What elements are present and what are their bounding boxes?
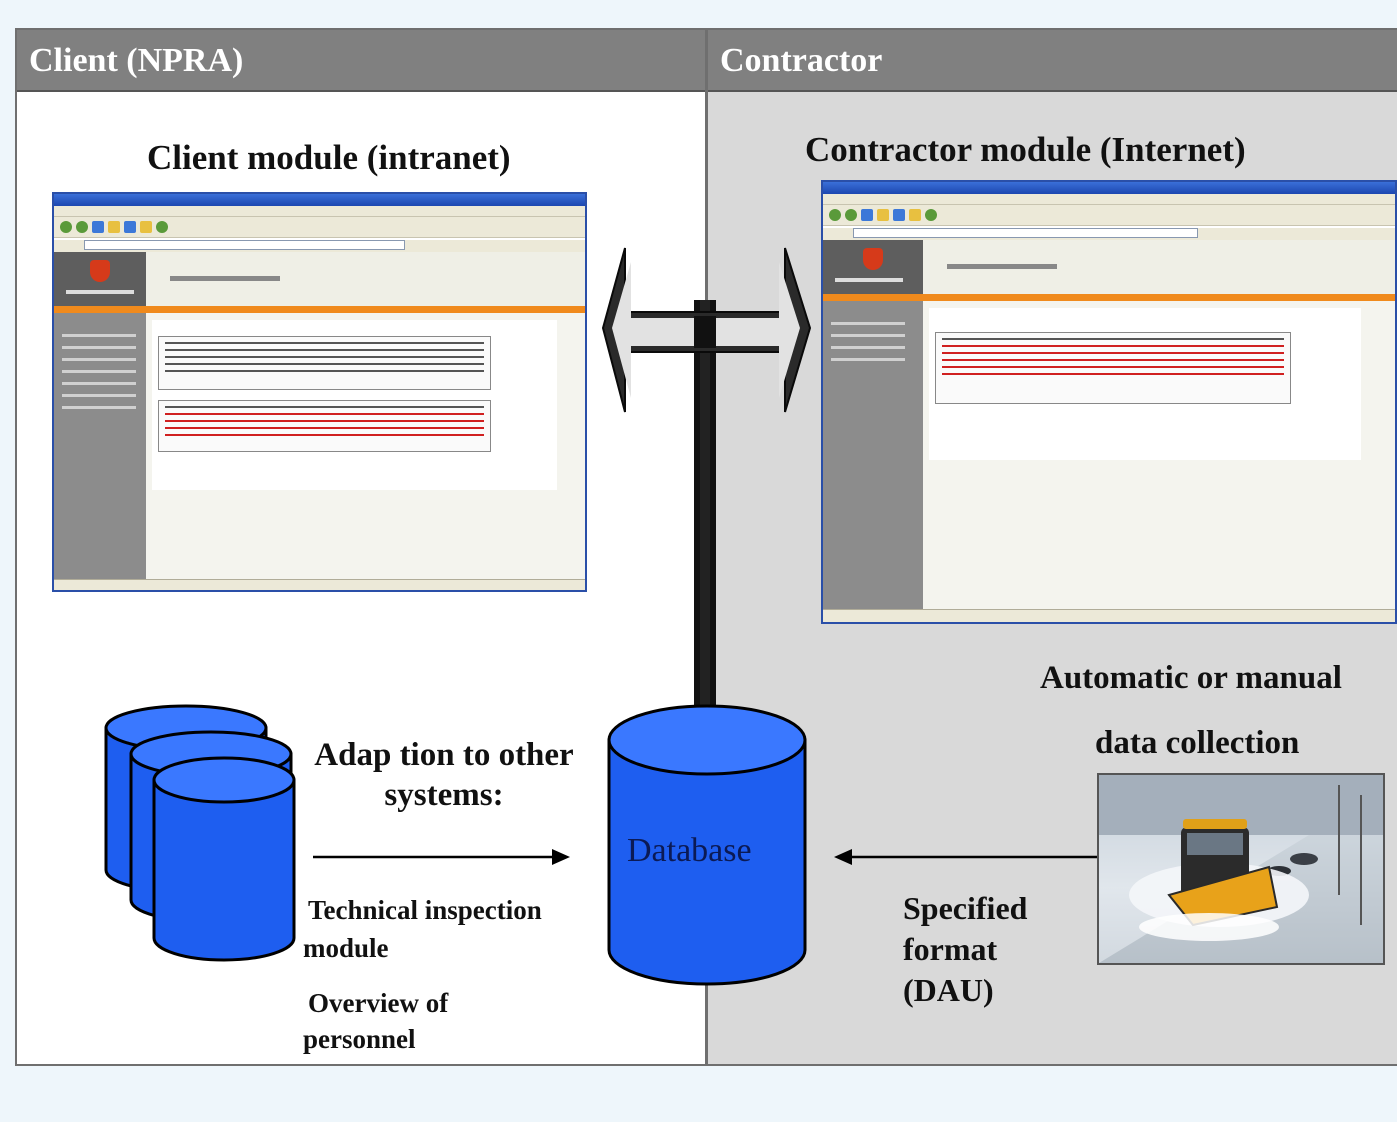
format-label: Specified format (DAU) <box>903 888 1027 1011</box>
adaption-title-line1: Adap tion to other <box>314 737 574 773</box>
data-collection-arrow <box>834 849 1097 865</box>
adaption-title: Adap tion to other systems: <box>308 735 580 815</box>
adaption-item2-line1: Overview of <box>308 988 449 1018</box>
client-panel-header: Client (NPRA) <box>17 30 707 92</box>
snow-plough-photo <box>1097 773 1385 965</box>
contractor-panel-header: Contractor <box>708 30 1397 92</box>
adaption-item1-line1: Technical inspection <box>308 895 542 925</box>
database-label: Database <box>627 832 752 869</box>
bidirectional-block-arrow <box>601 247 812 413</box>
client-module-screenshot <box>52 192 587 592</box>
adaption-item1-line2: module <box>303 933 389 963</box>
collection-line2: data collection <box>1095 725 1300 761</box>
format-line2: format <box>903 931 998 967</box>
collection-line1: Automatic or manual <box>1040 660 1342 696</box>
contractor-module-title: Contractor module (Internet) <box>805 130 1246 169</box>
client-module-title: Client module (intranet) <box>147 138 511 177</box>
database-cylinder <box>607 704 807 986</box>
adaption-item2-line2: personnel <box>303 1024 416 1054</box>
format-line1: Specified <box>903 890 1028 926</box>
adaption-arrow <box>313 849 570 865</box>
format-line3: (DAU) <box>903 972 994 1008</box>
contractor-module-screenshot <box>821 180 1397 624</box>
adaption-title-line2: systems: <box>384 777 504 813</box>
snow-plough-illustration <box>1099 775 1383 963</box>
other-systems-cylinders <box>104 704 296 962</box>
